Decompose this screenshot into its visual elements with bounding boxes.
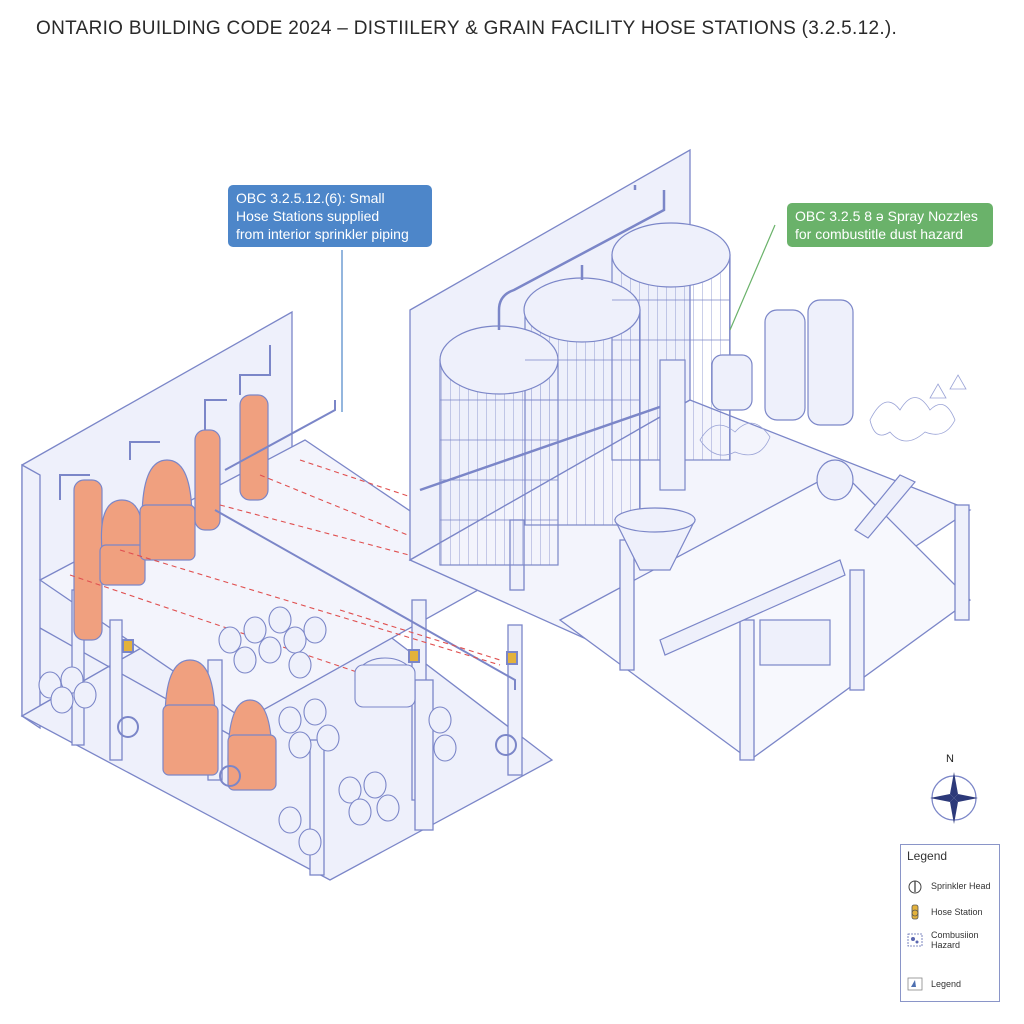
legend-label: Legend xyxy=(931,979,962,989)
post xyxy=(849,569,865,691)
post xyxy=(619,539,635,671)
fan-motor xyxy=(816,459,854,501)
post xyxy=(954,504,970,621)
still-pot-body xyxy=(162,704,219,776)
barrel-stack xyxy=(428,706,457,762)
legend-label: Sprinkler Head xyxy=(931,881,991,891)
callout-line: from interior sprinkler piping xyxy=(236,226,409,242)
legend-item-combustion-hazard: Combusiion Hazard xyxy=(907,929,999,951)
dust-collector xyxy=(764,309,806,421)
callout-line: for combustitle dust hazard xyxy=(795,226,964,242)
barrel-stack xyxy=(38,666,97,714)
compass-north-label: N xyxy=(946,753,954,765)
callout-line: Hose Stations supplied xyxy=(236,208,380,224)
hose-valve xyxy=(506,651,518,665)
page-title: ONTARIO BUILDING CODE 2024 – DISTIILERY … xyxy=(36,18,898,39)
compass-rose-icon xyxy=(930,772,978,824)
legend-label: Combusiion Hazard xyxy=(931,930,979,950)
legend-label: Hose Station xyxy=(931,907,983,917)
hose-reel xyxy=(117,716,139,738)
legend-title: Legend xyxy=(907,849,948,863)
mill-column xyxy=(659,359,686,491)
barrel-stack xyxy=(278,698,340,759)
mash-tank-body xyxy=(354,664,416,708)
hopper-tank xyxy=(711,354,753,411)
dust-collector xyxy=(807,299,854,426)
distillery-side-wall xyxy=(21,463,41,730)
legend-item-hose-station: Hose Station xyxy=(907,901,983,923)
hose-valve xyxy=(408,649,420,663)
legend-item-sprinkler-head: Sprinkler Head xyxy=(907,875,991,897)
barrel-stack xyxy=(218,606,327,679)
hose-reel xyxy=(495,734,517,756)
post xyxy=(739,619,755,761)
post xyxy=(507,624,523,776)
post xyxy=(109,619,123,761)
hose-station-icon xyxy=(911,904,919,920)
still-column xyxy=(73,479,103,641)
grain-lower-floor xyxy=(558,469,971,761)
still-column xyxy=(239,394,269,501)
legend-item-legend: Legend xyxy=(907,973,961,995)
legend-box: Legend Sprinkler Head Hose Station Combu… xyxy=(900,844,1000,1002)
callout-line: OBC 3.2.5 8 ǝ Spray Nozzles xyxy=(795,208,978,224)
copper-stills xyxy=(73,394,277,791)
grain-silos xyxy=(439,222,731,566)
processing-unit xyxy=(759,619,831,666)
still-pot-body xyxy=(99,544,146,586)
hazard-icon xyxy=(929,383,947,399)
still-pot-body xyxy=(227,734,277,791)
distillery-piping xyxy=(59,345,516,690)
sprinkler-supply-lines xyxy=(69,459,561,691)
hose-reel xyxy=(219,765,241,787)
callout-hose-stations: OBC 3.2.5.12.(6): Small Hose Stations su… xyxy=(228,185,432,247)
conveyor xyxy=(659,559,846,656)
still-pot xyxy=(100,499,144,551)
legend-icon xyxy=(907,977,923,991)
callout-line: OBC 3.2.5.12.(6): Small xyxy=(236,190,385,206)
hose-stations xyxy=(117,639,518,787)
post xyxy=(414,679,434,831)
sprinkler-head-icon xyxy=(908,880,922,894)
grain-machinery xyxy=(614,299,916,666)
still-column xyxy=(194,429,221,531)
silo-roof xyxy=(523,277,641,343)
callout-leader-green xyxy=(729,224,776,331)
callout-dust-nozzles: OBC 3.2.5 8 ǝ Spray Nozzles for combusti… xyxy=(787,203,993,247)
still-pot-body xyxy=(139,504,196,561)
barrel-stack xyxy=(278,806,322,856)
hose-valve xyxy=(122,639,134,653)
combustion-hazard-icon xyxy=(907,933,923,947)
dust-hazard-cloud xyxy=(699,374,967,456)
barrel-stack xyxy=(338,771,400,826)
silo-roof xyxy=(611,222,731,288)
barrel-racks xyxy=(38,606,457,856)
inclined-conveyor xyxy=(854,474,916,539)
hazard-icon xyxy=(949,374,967,390)
grain-piping xyxy=(419,185,681,492)
